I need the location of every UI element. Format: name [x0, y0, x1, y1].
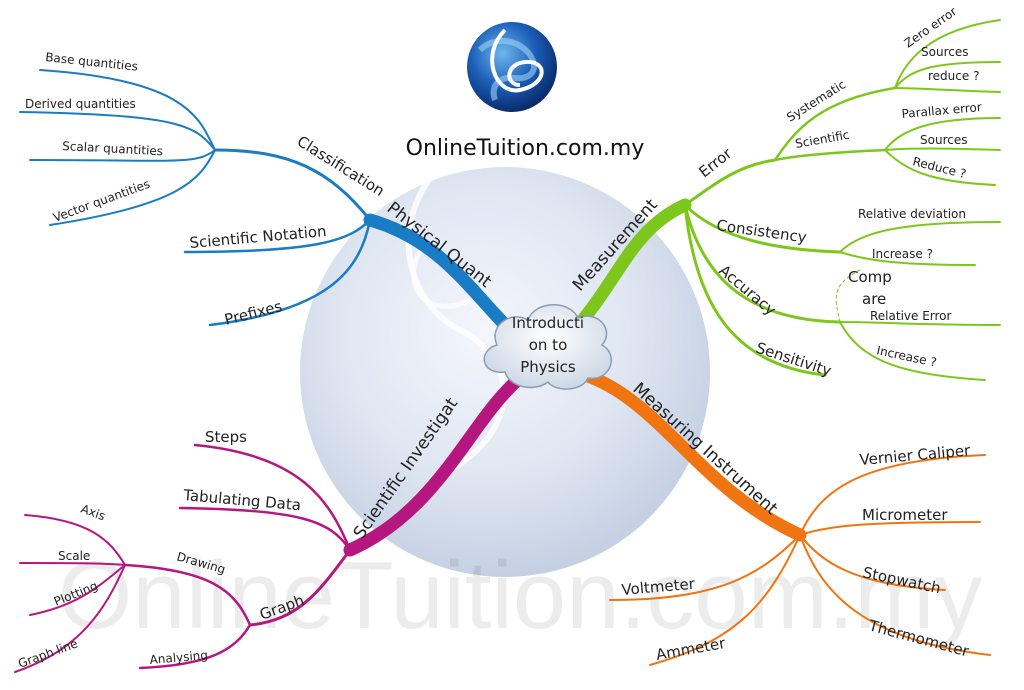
- label-scientific-reduce: Reduce ?: [911, 154, 967, 181]
- label-scale: Scale: [58, 549, 90, 563]
- central-topic-line-3: Physics: [520, 358, 576, 376]
- branch-base-quantities: [39, 69, 216, 151]
- leaf-ammeter: [649, 534, 801, 666]
- leaf-zero-error: [894, 19, 1001, 89]
- label-axis: Axis: [79, 502, 107, 524]
- leaf-parallax-error: [884, 117, 1001, 151]
- label-vernier-caliper: Vernier Caliper: [859, 441, 972, 469]
- branch-systematic: [773, 86, 897, 162]
- watermark: OnlineTuition.com.my: [58, 542, 983, 649]
- sub-branch-error: [683, 158, 777, 207]
- leaf-stopwatch: [799, 534, 946, 591]
- central-topic-line-1: Introducti: [512, 314, 584, 332]
- sub-branch-sensitivity: [683, 203, 827, 377]
- label-derived-quantities: Derived quantities: [25, 97, 136, 111]
- leaf-graph-line: [14, 564, 126, 673]
- label-relative-error: Relative Error: [870, 309, 952, 323]
- sub-branch-tabulating: [178, 506, 352, 552]
- label-graph-line: Graph line: [16, 636, 79, 670]
- sub-branch-steps: [193, 443, 352, 552]
- leaf-voltmeter: [609, 534, 801, 601]
- cloud-shape: [483, 304, 613, 390]
- label-relative-deviation: Relative deviation: [858, 207, 966, 221]
- site-title: OnlineTuition.com.my: [406, 136, 645, 161]
- label-compare-line-2: are: [862, 290, 886, 308]
- leaf-relative-error: [839, 321, 1001, 326]
- sub-branch-accuracy: [683, 203, 842, 324]
- label-parallax-error: Parallax error: [901, 100, 982, 121]
- label-systematic-sources: Sources: [921, 45, 968, 59]
- leaf-scientific-sources: [884, 147, 1001, 151]
- leaf-axis: [24, 514, 126, 566]
- label-scalar-quantities: Scalar quantities: [62, 139, 164, 158]
- label-prefixes: Prefixes: [223, 297, 285, 329]
- leaf-consistency-increase: [839, 251, 976, 266]
- central-topic-cloud: Introducti on to Physics: [483, 304, 613, 390]
- globe-swirl: [405, 137, 507, 473]
- branch-derived-quantities: [19, 111, 216, 151]
- label-accuracy-increase: Increase ?: [875, 343, 938, 369]
- leaf-systematic-sources: [894, 61, 1001, 89]
- label-scientific-notation: Scientific Notation: [189, 222, 327, 252]
- sub-branch-classification: [213, 148, 372, 222]
- label-steps: Steps: [205, 428, 247, 446]
- main-branch-investigation: [343, 371, 527, 557]
- globe-swirl: [411, 248, 472, 309]
- label-micrometer: Micrometer: [862, 506, 948, 524]
- label-vector-quantities: Vector quantities: [51, 177, 152, 225]
- leaf-systematic-reduce: [894, 87, 1001, 93]
- branch-vector-quantities: [49, 149, 216, 226]
- label-sensitivity: Sensitivity: [754, 339, 834, 380]
- leaf-thermometer: [799, 534, 991, 656]
- sub-branch-scientific-notation: [183, 218, 372, 254]
- label-scientific-sources: Sources: [920, 133, 967, 147]
- label-base-quantities: Base quantities: [45, 50, 139, 74]
- central-topic-line-2: on to: [529, 336, 568, 354]
- sub-branch-consistency: [683, 203, 842, 254]
- leaf-vernier-caliper: [799, 454, 986, 536]
- branch-analysing: [138, 623, 252, 670]
- leaf-scientific-reduce: [884, 149, 996, 186]
- leaf-scale: [19, 562, 126, 566]
- label-accuracy: Accuracy: [715, 261, 779, 319]
- main-branch-physical: [363, 213, 517, 337]
- logo-swirl: [490, 28, 544, 93]
- branch-drawing: [123, 563, 252, 627]
- label-scientific: Scientific: [794, 128, 850, 151]
- leaf-micrometer: [799, 521, 981, 536]
- label-analysing: Analysing: [149, 648, 208, 667]
- logo: [467, 22, 557, 112]
- main-branch-instrument: [578, 368, 807, 542]
- leaf-relative-deviation: [839, 221, 1001, 253]
- label-systematic-reduce: reduce ?: [928, 69, 979, 83]
- compare-connector: [835, 269, 861, 323]
- sub-branch-prefixes: [208, 218, 372, 327]
- leaf-accuracy-increase: [839, 321, 986, 381]
- leaf-plotting: [29, 564, 126, 616]
- branch-scientific-error: [773, 148, 887, 162]
- sub-branch-graph: [248, 548, 352, 627]
- label-consistency-increase: Increase ?: [872, 247, 933, 261]
- label-compare-line-1: Comp: [848, 268, 892, 286]
- branch-scalar-quantities: [29, 149, 216, 162]
